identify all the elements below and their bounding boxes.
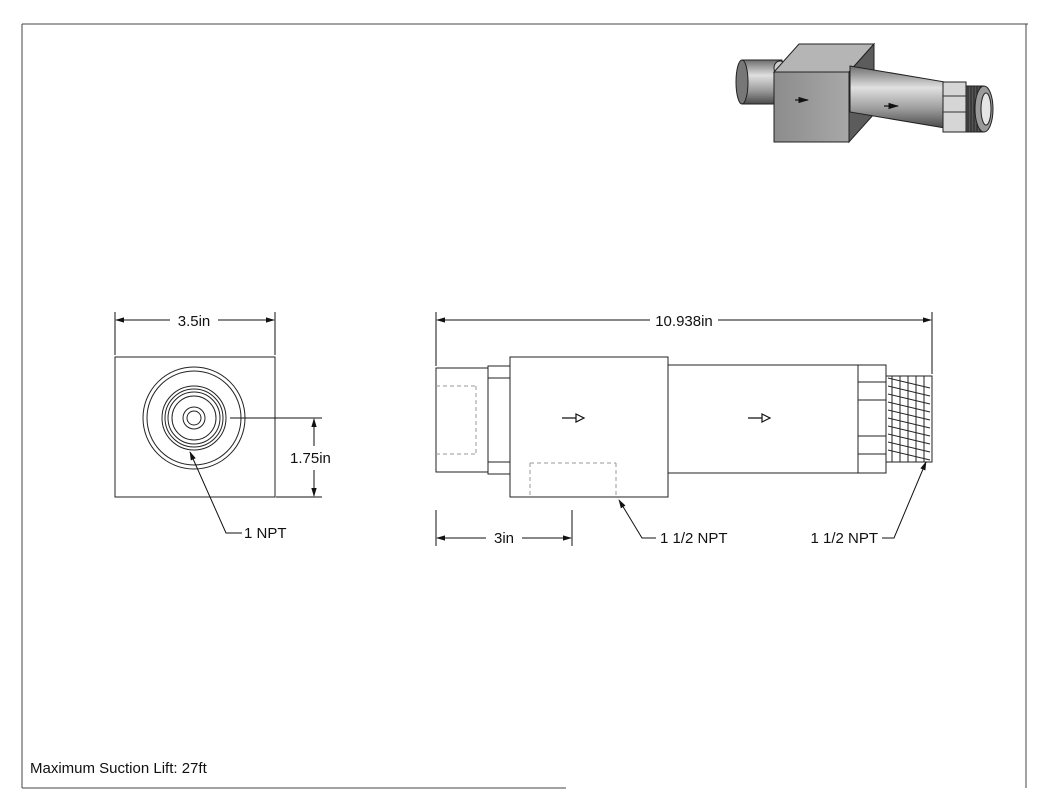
side-thread-leader: [882, 461, 927, 539]
side-length-label: 10.938in: [655, 313, 713, 330]
side-view: [435, 356, 933, 498]
front-height-dimension: [230, 417, 322, 498]
front-port-callout: 1 NPT: [244, 525, 287, 542]
front-width-dimension: [114, 312, 276, 355]
flow-arrows: [562, 413, 772, 423]
side-thread-callout: 1 1/2 NPT: [810, 530, 878, 547]
front-height-label: 1.75in: [290, 450, 331, 467]
front-port-leader: [189, 451, 242, 534]
side-bottom-port-leader: [618, 499, 656, 539]
sheet-border: [21, 23, 1028, 789]
side-offset-label: 3in: [494, 530, 514, 547]
isometric-view: [735, 42, 994, 144]
thread-pattern: [887, 376, 931, 462]
side-offset-dimension: [435, 510, 573, 546]
side-length-dimension: [435, 312, 933, 374]
front-width-label: 3.5in: [178, 313, 211, 330]
side-bottom-port-callout: 1 1/2 NPT: [660, 530, 728, 547]
footer-note: Maximum Suction Lift: 27ft: [30, 760, 207, 777]
front-view: [114, 356, 276, 498]
